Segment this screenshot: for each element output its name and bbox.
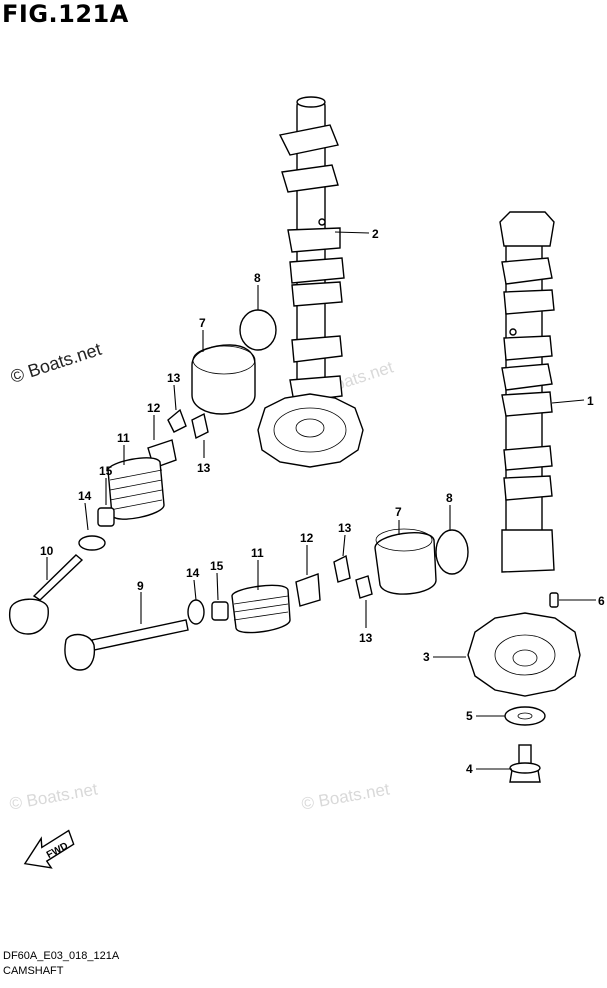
callout-7-lower: 7 (395, 505, 402, 519)
lower-valve-group (64, 528, 469, 671)
figure-title: FIG.121A (2, 0, 129, 28)
callout-13-a: 13 (167, 371, 181, 385)
callout-14-lower: 14 (186, 566, 200, 580)
callout-14-upper: 14 (78, 489, 92, 503)
callout-8-upper: 8 (254, 271, 261, 285)
figure-caption: CAMSHAFT (3, 965, 64, 977)
callout-1: 1 (587, 394, 594, 408)
washer (504, 706, 546, 726)
camshaft-intake (499, 211, 555, 573)
callout-11-lower: 11 (251, 546, 264, 560)
dowel-pin (549, 592, 559, 608)
callout-13-d: 13 (359, 631, 373, 645)
callout-3: 3 (423, 650, 430, 664)
callout-2: 2 (372, 227, 379, 241)
bolt (509, 744, 541, 783)
leader-lines (46, 231, 596, 770)
callout-labels: 2 1 3 4 5 6 8 7 7 8 9 10 11 11 12 12 13 … (40, 227, 605, 776)
upper-valve-group (8, 309, 277, 635)
fwd-arrow-icon: FWD (23, 829, 75, 869)
callout-12-upper: 12 (147, 401, 161, 415)
callout-15-lower: 15 (210, 559, 224, 573)
callout-12-lower: 12 (300, 531, 314, 545)
camshaft-exhaust (257, 96, 364, 468)
callout-6: 6 (598, 594, 605, 608)
callout-8-lower: 8 (446, 491, 453, 505)
callout-9: 9 (137, 579, 144, 593)
callout-15-upper: 15 (99, 464, 113, 478)
callout-4: 4 (466, 762, 473, 776)
callout-13-b: 13 (197, 461, 211, 475)
callout-13-c: 13 (338, 521, 352, 535)
figure-code: DF60A_E03_018_121A (3, 950, 120, 962)
callout-11-upper: 11 (117, 431, 130, 445)
camshaft-sprocket (467, 612, 581, 697)
callout-10: 10 (40, 544, 54, 558)
callout-5: 5 (466, 709, 473, 723)
callout-7-upper: 7 (199, 316, 206, 330)
